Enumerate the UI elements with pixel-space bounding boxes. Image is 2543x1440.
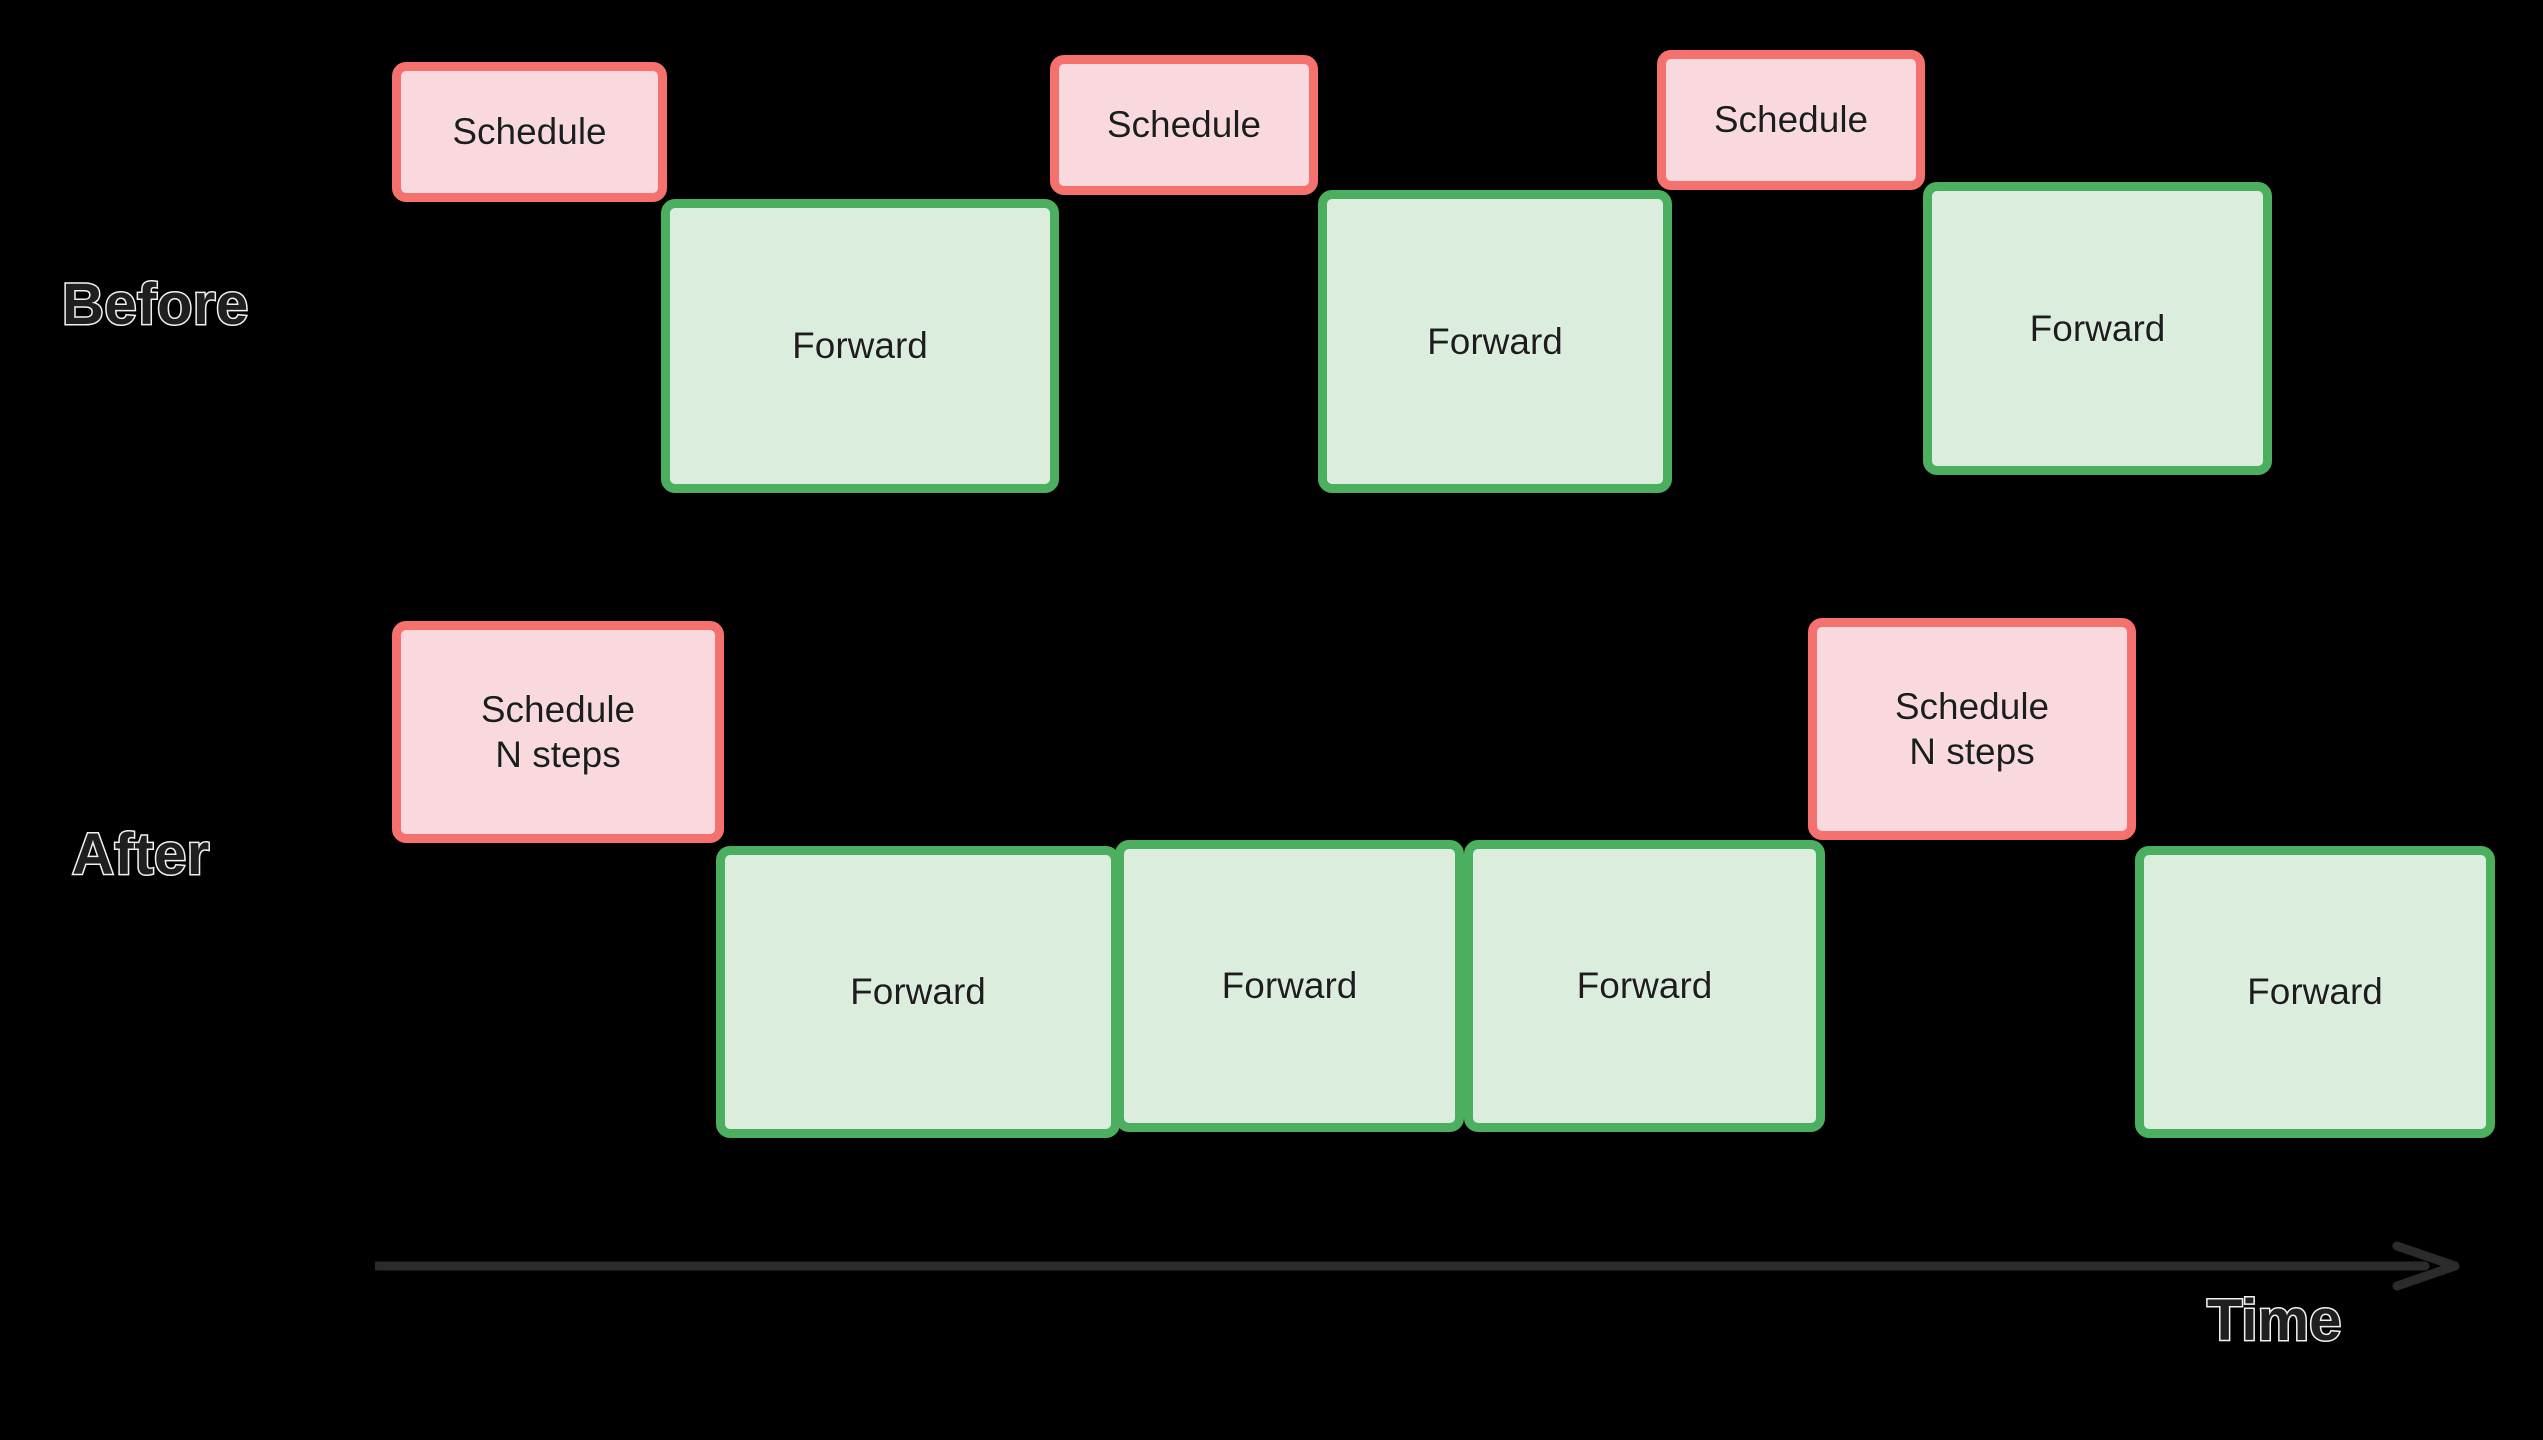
before-forward-box-3: Forward bbox=[1923, 182, 2272, 475]
before-forward-box-1: Forward bbox=[661, 199, 1059, 493]
before-schedule-box-2: Schedule bbox=[1050, 55, 1318, 195]
before-schedule-box-1: Schedule bbox=[392, 62, 667, 202]
after-forward-box-4: Forward bbox=[2135, 846, 2495, 1138]
before-schedule-box-3: Schedule bbox=[1657, 50, 1925, 190]
time-axis-label: Time bbox=[2205, 1288, 2342, 1353]
before-forward-box-2: Forward bbox=[1318, 190, 1672, 493]
time-axis-arrow bbox=[375, 1240, 2460, 1292]
after-forward-box-2: Forward bbox=[1115, 840, 1464, 1132]
after-schedule-box-2: Schedule N steps bbox=[1808, 618, 2136, 840]
after-schedule-box-1: Schedule N steps bbox=[392, 621, 724, 843]
row-label-after: After bbox=[71, 822, 211, 887]
row-label-before: Before bbox=[61, 272, 250, 337]
after-forward-box-1: Forward bbox=[716, 846, 1120, 1138]
after-forward-box-3: Forward bbox=[1464, 840, 1825, 1132]
time-arrow-icon bbox=[375, 1241, 2460, 1291]
